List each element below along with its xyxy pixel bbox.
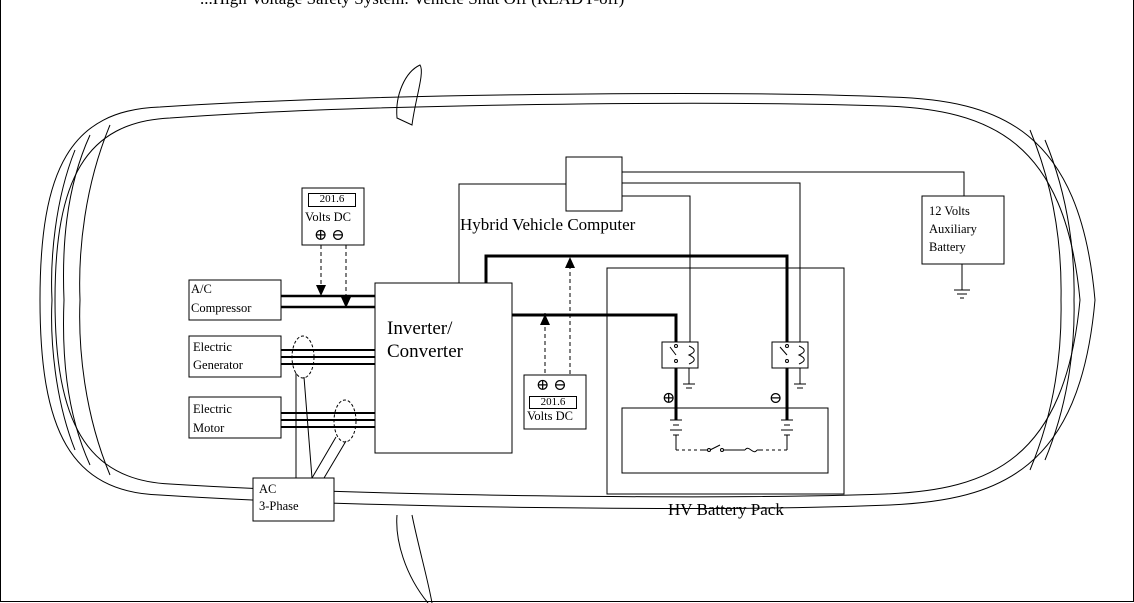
ac-compressor-box	[188, 279, 282, 321]
relay-right	[771, 341, 809, 389]
hv-positive-line	[512, 313, 678, 342]
front-nose-rib	[79, 124, 111, 476]
hybrid-vehicle-computer-label: Hybrid Vehicle Computer	[460, 215, 636, 234]
inverter-label-1: Inverter/	[387, 318, 453, 339]
battery-cell-right	[781, 419, 793, 450]
hv-battery-pack-box	[606, 267, 845, 495]
hv-battery-pack-label: HV Battery Pack	[668, 500, 784, 519]
aux-battery-label-2: Auxiliary	[929, 222, 977, 236]
computer-to-inverter-wire	[458, 183, 566, 283]
ac3phase-label-1: AC	[259, 482, 277, 496]
rear-rib	[1029, 129, 1062, 471]
meter-bottom-terminals: ⊕ ⊖	[536, 377, 567, 394]
arrow-head	[316, 285, 326, 296]
computer-to-relay-left-wire	[622, 195, 691, 342]
mirror-top	[396, 64, 422, 126]
electric-motor-box	[188, 396, 282, 439]
computer-to-relay-right-wire	[622, 182, 801, 342]
meter-top-unit: Volts DC	[305, 210, 351, 224]
meter-top-terminals: ⊕ ⊖	[314, 227, 345, 244]
hv-negative-line	[484, 254, 789, 342]
electric-generator-label-1: Electric	[193, 340, 232, 354]
meter-top-reading: 201.6	[308, 193, 356, 207]
ac3phase-callout-gen	[295, 373, 313, 479]
meter-bottom-unit: Volts DC	[527, 409, 573, 423]
hv-computer-box	[565, 156, 623, 212]
computer-to-aux-battery-wire	[622, 171, 965, 196]
diagram-caption: ...High Voltage Safety System: Vehicle S…	[200, 0, 624, 9]
car-body-inner-outline	[54, 102, 1081, 498]
battery-cell-left	[670, 419, 682, 450]
ac-compressor-label-2: Compressor	[191, 301, 252, 315]
positive-terminal-symbol: ⊕	[662, 390, 676, 407]
car-body-outline	[39, 93, 1096, 509]
arrow-head	[341, 297, 351, 308]
electric-motor-label-2: Motor	[193, 421, 225, 435]
aux-battery-label-3: Battery	[929, 240, 966, 254]
front-nose-rib	[62, 134, 91, 466]
electric-generator-label-2: Generator	[193, 358, 243, 372]
relay-left	[661, 341, 699, 389]
arrow-head	[565, 257, 575, 268]
rear-rib	[1044, 139, 1075, 461]
aux-battery-label-1: 12 Volts	[929, 204, 970, 218]
ac3phase-box	[252, 477, 335, 522]
negative-terminal-symbol: ⊖	[769, 390, 783, 407]
meter-bottom-reading: 201.6	[529, 396, 577, 409]
inverter-box	[374, 282, 513, 454]
inverter-label-2: Converter	[387, 341, 463, 362]
generator-phase-ellipse	[291, 335, 315, 379]
aux-battery-box	[921, 195, 1005, 265]
front-nose-rib	[51, 149, 76, 451]
service-plug-switch	[700, 444, 760, 453]
arrow-head	[540, 314, 550, 325]
mirror-bottom	[396, 514, 433, 603]
hv-battery-cell-box	[621, 407, 829, 474]
electric-generator-box	[188, 335, 282, 378]
electric-motor-label-1: Electric	[193, 402, 232, 416]
ac-compressor-label-1: A/C	[191, 282, 212, 296]
ac3phase-label-2: 3-Phase	[259, 499, 299, 513]
ac3phase-callout-motor	[311, 436, 347, 479]
